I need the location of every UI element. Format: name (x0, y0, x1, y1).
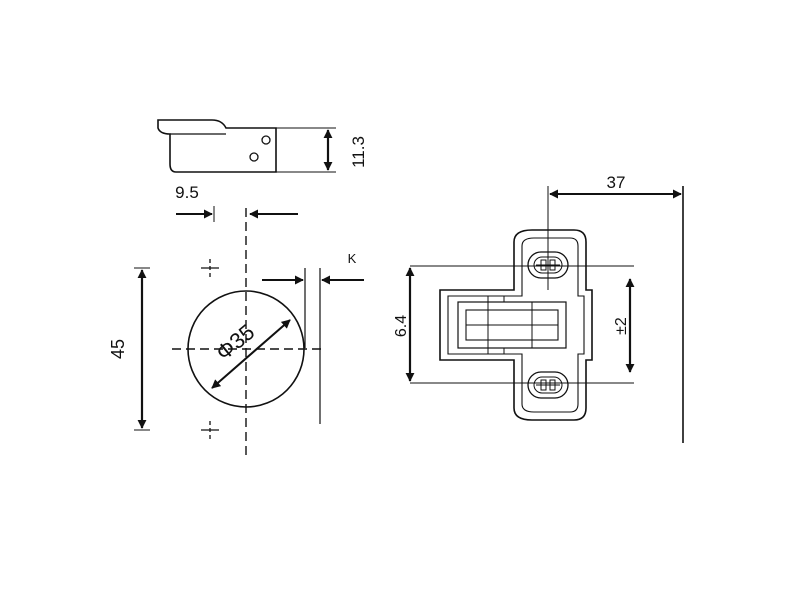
plate-slot-lower (527, 371, 569, 399)
edge-distance-label: K (348, 251, 357, 266)
screw-hole-upper (261, 135, 271, 145)
cup-plan-view: Φ35 (172, 208, 322, 460)
cup-side-view: 11.3 (157, 119, 368, 173)
plate-outline (439, 229, 593, 421)
screw-cross-lower (201, 421, 219, 439)
adjustment-label: ±2 (613, 317, 630, 335)
cup-offset-label: 9.5 (175, 183, 199, 202)
boring-distance-dimension: 45 (108, 267, 150, 431)
plate-body (457, 301, 567, 349)
cup-diameter-arrow (211, 319, 291, 389)
screw-hole-lower (249, 152, 259, 162)
plate-inner-outline (447, 237, 585, 413)
plate-hole-spacing-label: 6.4 (393, 315, 410, 337)
boring-distance-label: 45 (108, 339, 128, 359)
plate-tab-bottom (487, 347, 505, 355)
cup-offset-dimension: 9.5 (175, 183, 298, 222)
screw-cross-upper (201, 259, 219, 277)
mounting-plate-view (410, 186, 684, 443)
cup-profile (157, 119, 277, 173)
cup-diameter-label: Φ35 (211, 319, 259, 365)
cup-height-label: 11.3 (349, 136, 368, 168)
plate-hole-spacing-dimension: 6.4 (393, 267, 415, 382)
plate-tab-top (487, 295, 505, 303)
plate-distance-dimension: 37 (549, 173, 682, 199)
cup-bore-circle (187, 290, 305, 408)
adjustment-dimension: ±2 (613, 278, 635, 373)
edge-distance-dimension: K (262, 251, 364, 424)
plate-distance-label: 37 (607, 173, 626, 192)
